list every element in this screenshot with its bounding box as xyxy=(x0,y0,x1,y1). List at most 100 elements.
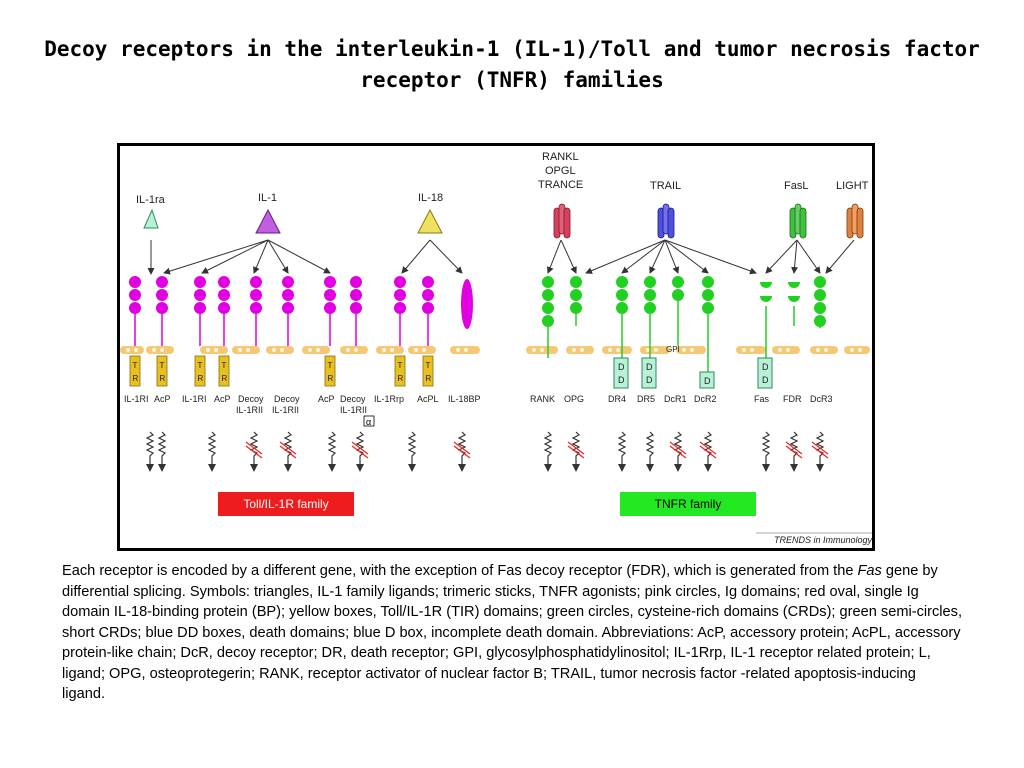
ig-domain xyxy=(250,289,262,301)
svg-text:R: R xyxy=(198,374,204,383)
ig-domain xyxy=(324,276,336,288)
il1ra-triangle-icon xyxy=(143,208,159,229)
ig-domain xyxy=(324,289,336,301)
il18-ligand: IL-18 xyxy=(401,192,463,274)
ig-domain xyxy=(156,289,168,301)
ig-domain xyxy=(422,302,434,314)
fasl-ligand: FasL xyxy=(765,180,821,274)
svg-text:DcR2: DcR2 xyxy=(694,394,717,404)
il1-ligand: IL-1 xyxy=(163,192,331,275)
toll-family-label: Toll/IL-1R family xyxy=(243,497,328,511)
ig-domain xyxy=(250,276,262,288)
ig-domain xyxy=(350,302,362,314)
svg-text:T: T xyxy=(398,361,403,370)
ig-domain xyxy=(156,276,168,288)
crd-domain xyxy=(702,276,714,288)
svg-text:R: R xyxy=(222,374,228,383)
ig-domain xyxy=(218,302,230,314)
svg-text:R: R xyxy=(133,374,139,383)
credit-label: TRENDS in Immunology xyxy=(774,535,872,545)
svg-text:DR5: DR5 xyxy=(637,394,655,404)
light-trimer-icon xyxy=(846,203,864,239)
tnfr-family-label: TNFR family xyxy=(655,497,722,511)
crd-domain xyxy=(542,302,554,314)
crd-domain xyxy=(644,276,656,288)
rankl-trimer-icon xyxy=(553,203,571,239)
svg-text:DcR1: DcR1 xyxy=(664,394,687,404)
ig-domain xyxy=(194,289,206,301)
alpha-glyph-box xyxy=(363,415,375,427)
svg-text:AcP: AcP xyxy=(318,394,335,404)
alpha-glyph: α xyxy=(366,417,371,427)
crd-domain xyxy=(542,276,554,288)
ig-domain xyxy=(129,276,141,288)
svg-text:R: R xyxy=(160,374,166,383)
svg-text:T: T xyxy=(426,361,431,370)
svg-text:DR4: DR4 xyxy=(608,394,626,404)
rankl-ligand: RANKL OPGL TRANCE xyxy=(538,151,583,274)
svg-text:AcP: AcP xyxy=(154,394,171,404)
svg-text:D: D xyxy=(646,375,653,385)
svg-text:T: T xyxy=(160,361,165,370)
signal-arrows xyxy=(145,431,829,472)
svg-text:T: T xyxy=(198,361,203,370)
svg-text:D: D xyxy=(646,362,653,372)
crd-domain xyxy=(644,302,656,314)
svg-text:RANK: RANK xyxy=(530,394,555,404)
svg-text:DcR3: DcR3 xyxy=(810,394,833,404)
ig-domain xyxy=(194,302,206,314)
crd-domain xyxy=(814,276,826,288)
svg-text:D: D xyxy=(762,362,769,372)
ig-domain xyxy=(156,302,168,314)
svg-text:TRANCE: TRANCE xyxy=(538,179,583,191)
svg-text:IL-1RII: IL-1RII xyxy=(272,405,299,415)
svg-text:D: D xyxy=(618,375,625,385)
ig-domain xyxy=(129,289,141,301)
svg-text:Decoy: Decoy xyxy=(340,394,366,404)
svg-text:IL-18: IL-18 xyxy=(418,192,443,204)
cell-membrane xyxy=(120,346,870,354)
crd-domain xyxy=(814,302,826,314)
svg-text:T: T xyxy=(222,361,227,370)
svg-text:IL-1RI: IL-1RI xyxy=(182,394,207,404)
figure-caption: Each receptor is encoded by a different … xyxy=(62,563,963,702)
ig-domain xyxy=(350,276,362,288)
crd-domain xyxy=(570,289,582,301)
toll-family-box xyxy=(218,492,354,516)
ig-domain xyxy=(350,289,362,301)
il1ra-ligand: IL-1ra xyxy=(136,194,166,275)
ig-domain xyxy=(282,289,294,301)
svg-text:T: T xyxy=(133,361,138,370)
ig-domain xyxy=(324,302,336,314)
crd-domain xyxy=(542,289,554,301)
crd-domain xyxy=(814,315,826,327)
svg-text:IL-1Rrp: IL-1Rrp xyxy=(374,394,404,404)
ig-domain xyxy=(218,289,230,301)
crd-domain xyxy=(616,302,628,314)
ig-domain xyxy=(394,302,406,314)
crd-domain xyxy=(542,315,554,327)
trail-ligand: TRAIL xyxy=(585,180,757,275)
ig-domain xyxy=(250,302,262,314)
death-domains: D D D D D D D xyxy=(613,357,773,389)
svg-text:OPG: OPG xyxy=(564,394,584,404)
receptor-labels: IL-1RI AcP IL-1RI AcP Decoy IL-1RII Deco… xyxy=(124,394,833,415)
crd-domain xyxy=(814,289,826,301)
il1-triangle-icon xyxy=(255,208,281,234)
svg-text:RANKL: RANKL xyxy=(542,151,579,163)
light-ligand: LIGHT xyxy=(825,180,869,274)
crd-domain xyxy=(702,302,714,314)
page-title: Decoy receptors in the interleukin-1 (IL… xyxy=(44,37,980,92)
svg-text:AcPL: AcPL xyxy=(417,394,439,404)
ig-domain xyxy=(129,302,141,314)
svg-text:IL-1ra: IL-1ra xyxy=(136,194,166,206)
ig-domain xyxy=(422,289,434,301)
svg-text:IL-1RII: IL-1RII xyxy=(340,405,367,415)
ig-domain xyxy=(282,302,294,314)
tnfr-receptor-chains xyxy=(542,276,826,372)
crd-domain xyxy=(616,289,628,301)
ig-domain xyxy=(194,276,206,288)
svg-text:R: R xyxy=(328,374,334,383)
svg-text:D: D xyxy=(704,376,711,386)
